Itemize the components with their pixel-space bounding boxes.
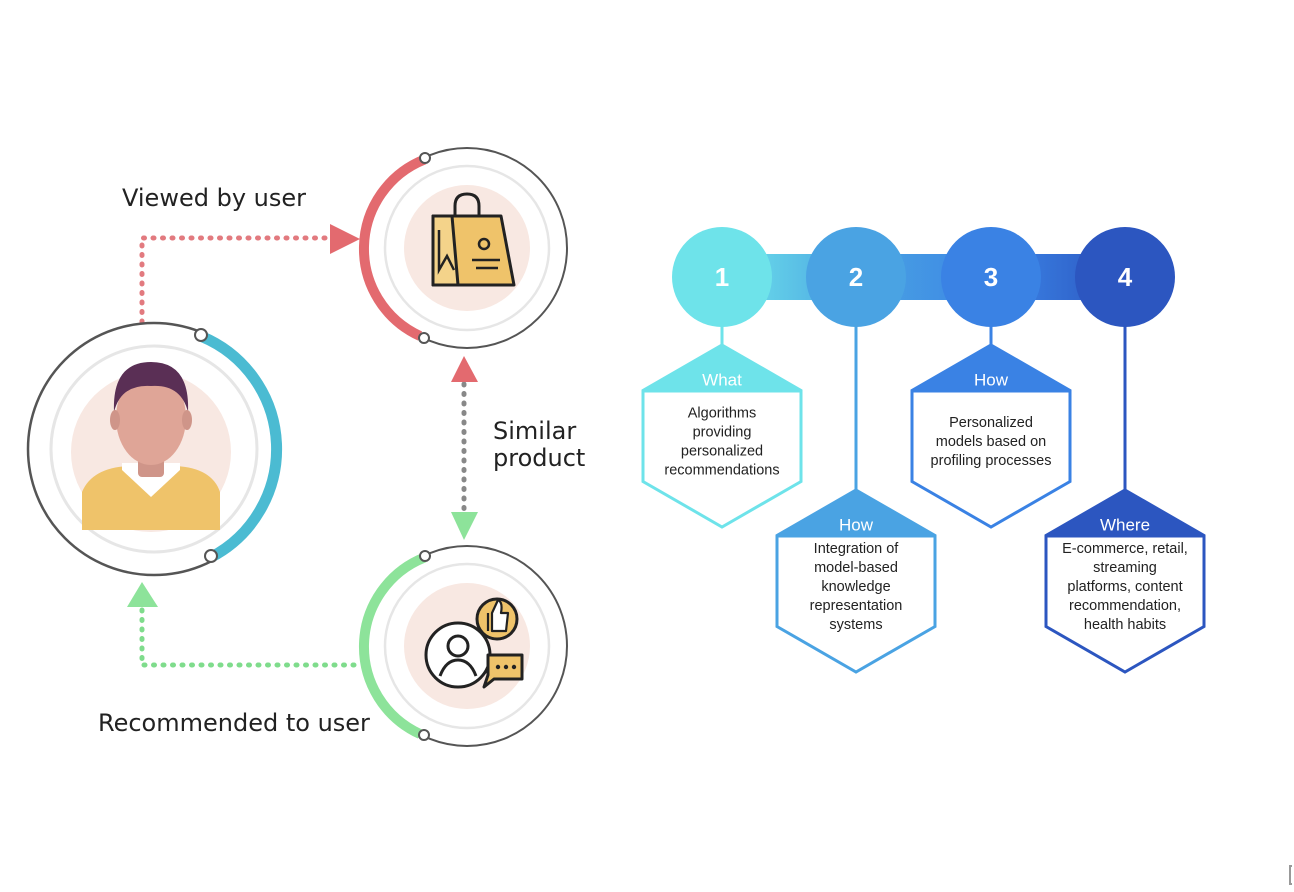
step-3-circle — [941, 227, 1041, 327]
recommended-connector — [139, 603, 357, 668]
product-node — [358, 147, 568, 349]
step-2-text-line: systems — [829, 617, 882, 633]
step-4-text-line: health habits — [1084, 617, 1166, 633]
step-2-header-cap — [777, 490, 935, 538]
user-avatar-icon — [71, 362, 231, 532]
step-1-text-line: Algorithms — [688, 406, 757, 422]
similar-up-arrow-icon — [451, 356, 478, 382]
step-4-text-line: E-commerce, retail, — [1062, 541, 1188, 557]
step-3-heading: How — [974, 371, 1009, 390]
step-4-circle — [1075, 227, 1175, 327]
step-2-text-line: knowledge — [821, 579, 890, 595]
step-2-text-line: Integration of — [814, 541, 900, 557]
step-4-number: 4 — [1118, 262, 1133, 292]
similar-down-arrow-icon — [451, 512, 478, 540]
viewed-arrow-icon — [330, 224, 360, 254]
step-2-text-line: model-based — [814, 560, 898, 576]
step-2-circle — [806, 227, 906, 327]
step-4-text-line: platforms, content — [1067, 579, 1182, 595]
step-1-circle — [672, 227, 772, 327]
step-3-header-cap — [912, 345, 1070, 393]
step-3-number: 3 — [984, 262, 998, 292]
corner-scroll-mark — [1289, 865, 1292, 885]
similar-product-label-line2: product — [493, 444, 585, 472]
thumbs-up-feedback-icon — [404, 583, 530, 709]
recommended-arrow-icon — [127, 582, 158, 607]
step-4-header-cap — [1046, 490, 1204, 538]
recommendation-flow: Viewed by user Similar product Recommend… — [26, 147, 585, 747]
recommendation-node — [358, 545, 568, 747]
shopping-bag-icon — [404, 185, 530, 311]
step-1-text-line: providing — [693, 425, 752, 441]
user-node — [26, 321, 283, 577]
step-1-text-line: personalized — [681, 444, 763, 460]
step-2-heading: How — [839, 516, 874, 535]
chain-band — [722, 254, 1125, 300]
step-1-heading: What — [702, 371, 742, 390]
step-4-text-line: streaming — [1093, 560, 1157, 576]
step-3-text-line: Personalized — [949, 415, 1033, 431]
step-2-text-line: representation — [810, 598, 903, 614]
step-3-text-line: profiling processes — [931, 453, 1052, 469]
step-4-heading: Where — [1100, 516, 1150, 535]
step-2-number: 2 — [849, 262, 863, 292]
step-4-text-line: recommendation, — [1069, 598, 1181, 614]
step-3-text-line: models based on — [936, 434, 1046, 450]
step-1-number: 1 — [715, 262, 729, 292]
step-1-text-line: recommendations — [664, 463, 779, 479]
viewed-connector — [139, 235, 335, 325]
similar-product-label-line1: Similar — [493, 417, 576, 445]
step-1-header-cap — [643, 345, 801, 393]
viewed-by-user-label: Viewed by user — [122, 184, 306, 212]
recommended-to-user-label: Recommended to user — [98, 709, 370, 737]
